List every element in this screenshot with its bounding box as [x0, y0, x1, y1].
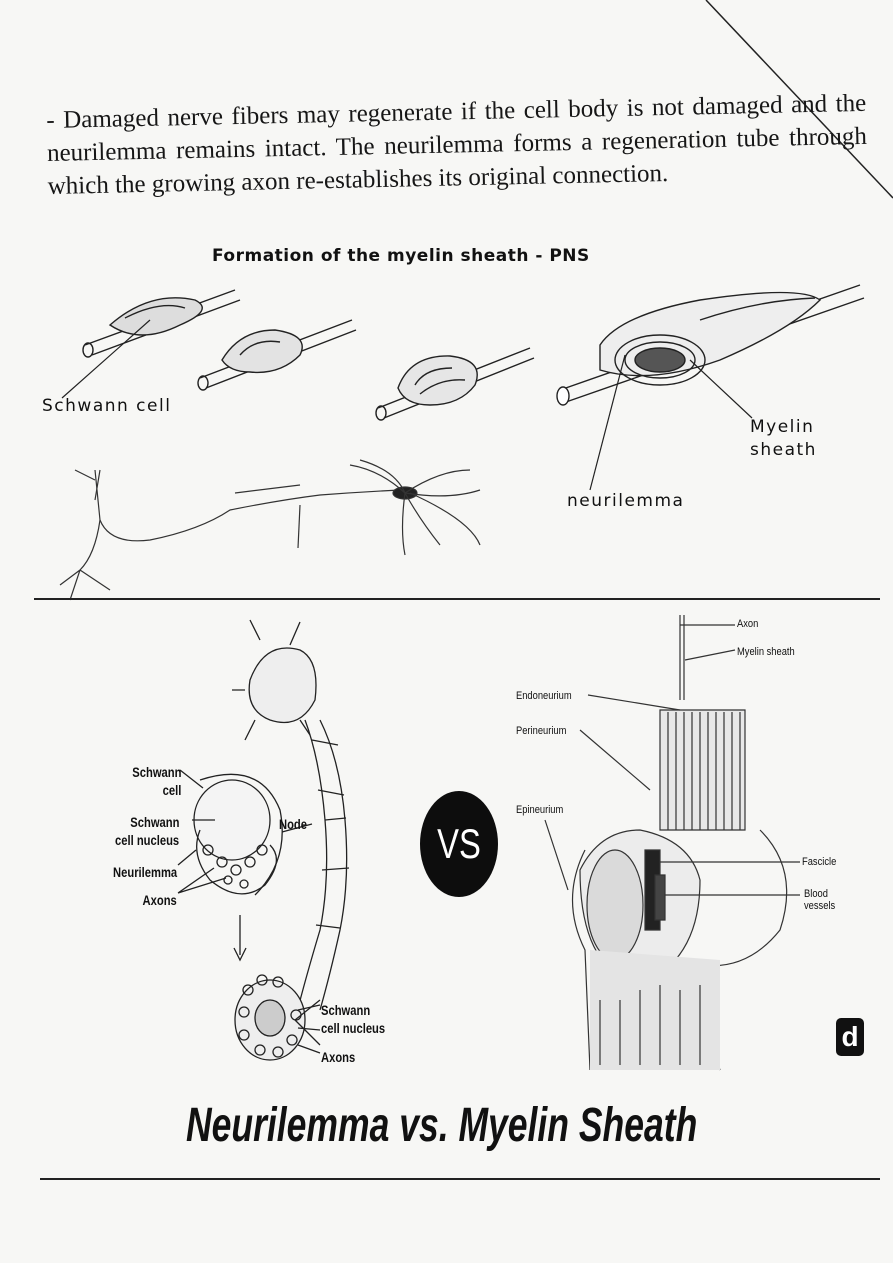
label-node: Node: [279, 816, 307, 832]
label-endoneurium: Endoneurium: [516, 690, 572, 702]
right-nerve-diagram: [544, 615, 800, 1071]
logo-letter: d: [841, 1021, 859, 1052]
label-schwann-cell: Schwann cell: [42, 396, 172, 416]
label-bottom-schwann-l2: cell nucleus: [321, 1020, 386, 1036]
label-schwann-cell-l2: cell: [162, 782, 181, 798]
brand-logo: d: [836, 1018, 864, 1056]
label-axons-left: Axons: [142, 892, 177, 908]
left-neuron-diagram: [177, 619, 350, 1061]
divider-top: [34, 598, 880, 600]
label-perineurium: Perineurium: [516, 725, 567, 737]
corner-fold-line: [705, 0, 893, 199]
label-neurilemma-left: Neurilemma: [112, 864, 177, 880]
label-schwann-nucleus-l1: Schwann: [129, 814, 179, 830]
label-epineurium: Epineurium: [516, 804, 564, 816]
comparison-title: Neurilemma vs. Myelin Sheath: [186, 1099, 698, 1152]
vs-badge-text: VS: [437, 820, 481, 867]
label-blood-l1: Blood: [804, 888, 828, 900]
divider-bottom: [40, 1178, 880, 1180]
label-bottom-schwann-l1: Schwann: [321, 1002, 371, 1018]
label-blood-l2: vessels: [804, 900, 836, 912]
label-schwann-cell-l1: Schwann: [131, 764, 181, 780]
label-fascicle: Fascicle: [802, 856, 837, 868]
intro-paragraph: - Damaged nerve fibers may regenerate if…: [46, 89, 868, 200]
label-axon: Axon: [737, 618, 759, 630]
label-schwann-nucleus-l2: cell nucleus: [114, 832, 179, 848]
label-bottom-axons: Axons: [321, 1049, 356, 1065]
vs-badge: VS: [420, 791, 498, 897]
label-myelin-line1: Myelin: [750, 417, 815, 437]
section-title: Formation of the myelin sheath - PNS: [212, 246, 590, 266]
label-myelin-line2: sheath: [750, 440, 817, 460]
label-neurilemma: neurilemma: [567, 491, 685, 511]
schwann-wrapping-stages: [61, 284, 865, 491]
label-myelin-sheath-right: Myelin sheath: [737, 646, 795, 658]
neuron-sketch: [59, 459, 481, 601]
